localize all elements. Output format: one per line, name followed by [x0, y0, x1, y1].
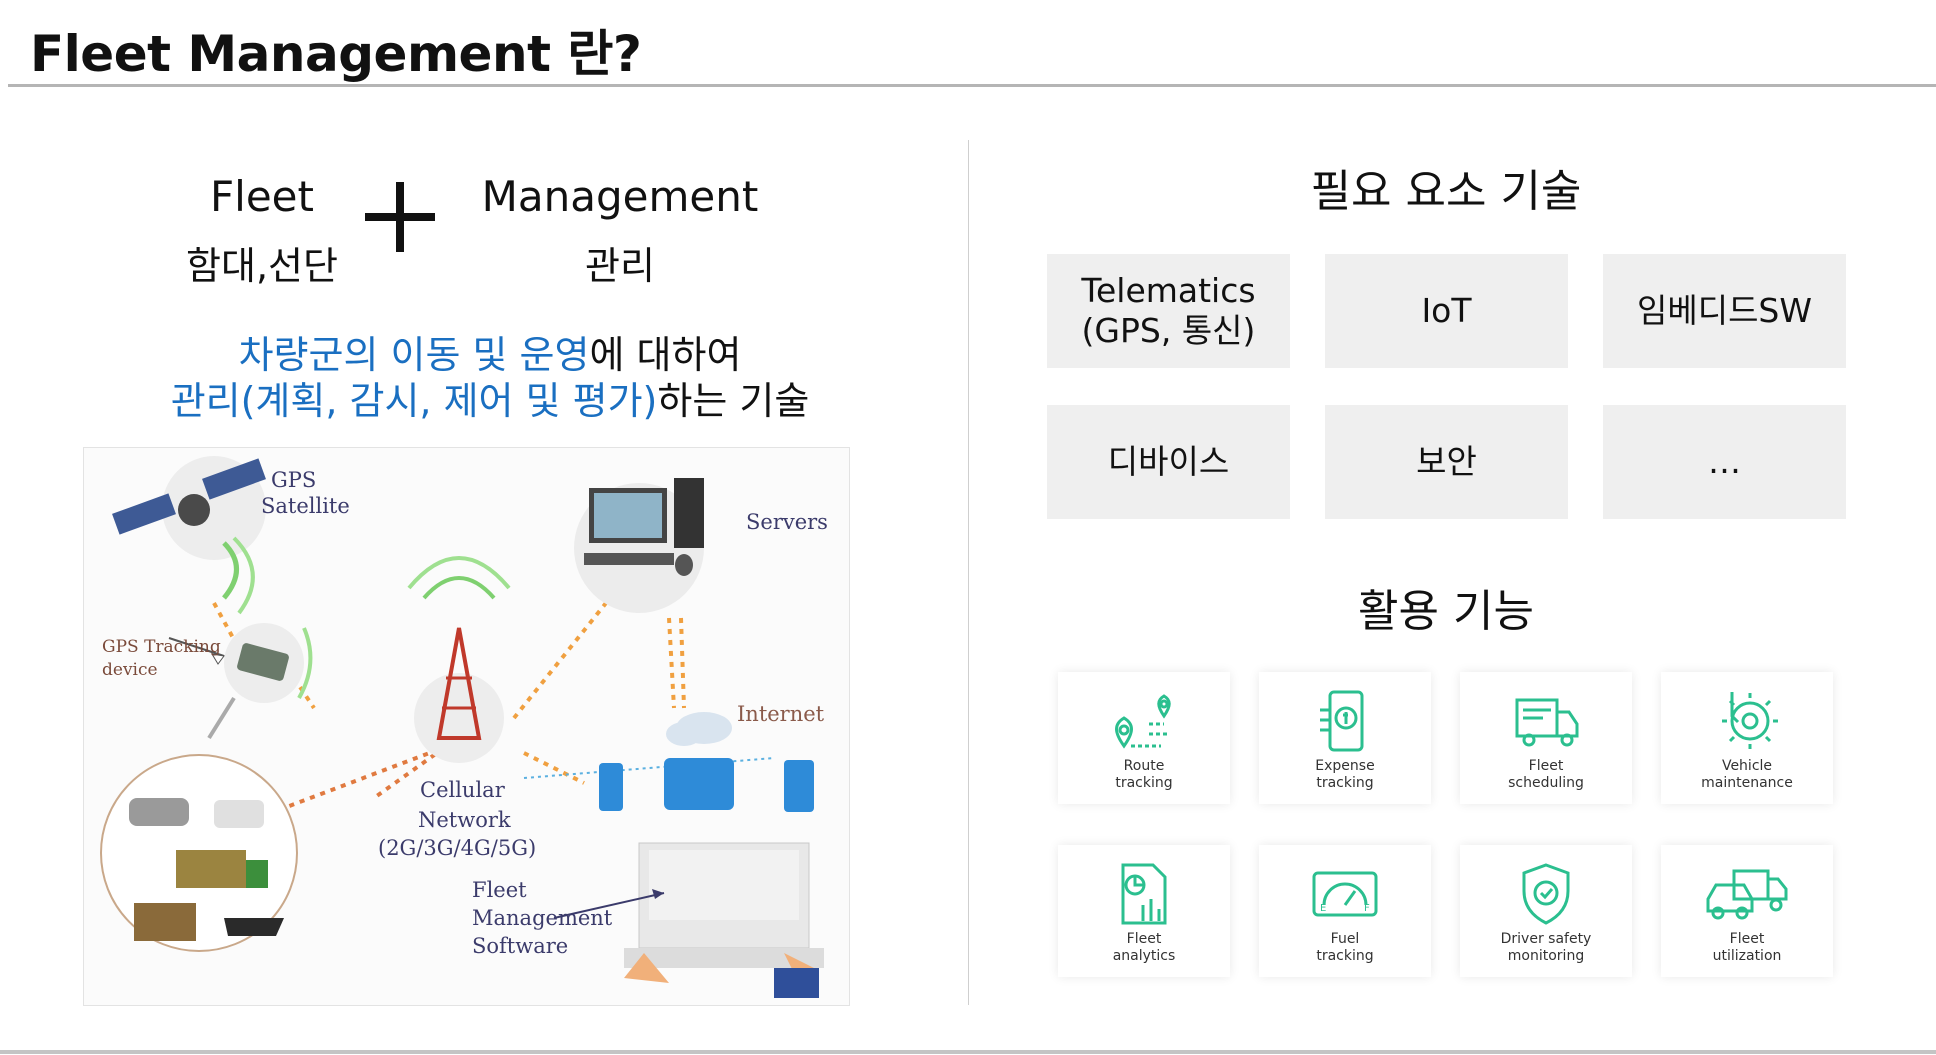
tech-telematics: Telematics (GPS, 통신) — [1047, 254, 1290, 368]
column-divider — [968, 140, 969, 1005]
definition-highlight-2: 관리(계획, 감시, 제어 및 평가) — [170, 379, 658, 423]
shield-check-icon — [1522, 863, 1570, 925]
function-label: Vehicle maintenance — [1701, 758, 1793, 791]
definition-line-1: 차량군의 이동 및 운영에 대하여 — [100, 324, 880, 379]
function-label: Expense tracking — [1315, 758, 1375, 791]
plus-icon — [365, 182, 435, 252]
tech-embedded-sw: 임베디드SW — [1603, 254, 1846, 368]
analytics-icon — [1121, 863, 1167, 925]
expense-icon — [1320, 690, 1364, 752]
satellite-icon — [112, 456, 266, 615]
function-card-route-tracking: Route tracking — [1058, 672, 1230, 804]
tracking-device-icon — [168, 623, 313, 740]
function-label: Fleet scheduling — [1508, 758, 1584, 791]
tech-security: 보안 — [1325, 405, 1568, 519]
tech-heading: 필요 요소 기술 — [1310, 166, 1582, 217]
label-software: Software — [472, 934, 569, 958]
label-generations: (2G/3G/4G/5G) — [378, 836, 537, 860]
fleet-vehicles-icon — [1706, 869, 1788, 920]
diagram-artwork — [100, 456, 824, 998]
function-card-fleet-utilization: Fleet utilization — [1661, 845, 1833, 977]
svg-text:E: E — [1320, 903, 1326, 914]
label-servers: Servers — [746, 510, 828, 534]
label-network: Network — [418, 808, 511, 832]
function-label: Driver safety monitoring — [1500, 931, 1592, 964]
truck-schedule-icon — [1515, 698, 1579, 747]
diagram-connectors — [212, 591, 686, 810]
function-card-fleet-scheduling: Fleet scheduling — [1460, 672, 1632, 804]
term-fleet: Fleet — [210, 172, 314, 221]
label-management: Management — [472, 906, 613, 930]
cell-tower-icon — [407, 556, 511, 763]
function-card-driver-safety: Driver safety monitoring — [1460, 845, 1632, 977]
term-fleet-meaning: 함대,선단 — [186, 244, 338, 288]
tech-more: … — [1603, 405, 1846, 519]
svg-text:F: F — [1364, 903, 1370, 914]
page-title: Fleet Management 란? — [30, 25, 642, 83]
server-computer-icon — [574, 478, 704, 613]
tech-iot: IoT — [1325, 254, 1568, 368]
label-device: device — [102, 660, 158, 680]
function-card-vehicle-maintenance: Vehicle maintenance — [1661, 672, 1833, 804]
label-cellular: Cellular — [420, 778, 505, 802]
label-fleet: Fleet — [472, 878, 527, 902]
definition-rest-2: 하는 기술 — [657, 379, 810, 423]
internet-cloud-icon — [523, 712, 814, 812]
fleet-system-diagram: GPS Satellite Servers GPS Tracking devic… — [83, 447, 850, 1006]
function-card-expense-tracking: Expense tracking — [1259, 672, 1431, 804]
function-label: Fuel tracking — [1316, 931, 1374, 964]
label-internet: Internet — [737, 702, 825, 726]
label-satellite: Satellite — [261, 494, 350, 518]
function-card-fleet-analytics: Fleet analytics — [1058, 845, 1230, 977]
function-label: Fleet utilization — [1712, 931, 1782, 964]
definition-highlight-1: 차량군의 이동 및 운영 — [238, 333, 590, 377]
vehicles-icon — [100, 754, 298, 952]
term-management-meaning: 관리 — [585, 244, 655, 288]
laptop-icon — [553, 842, 824, 998]
definition-rest-1: 에 대하여 — [589, 333, 742, 377]
label-gps: GPS — [271, 468, 317, 492]
header-divider — [8, 84, 1936, 87]
route-icon — [1115, 694, 1171, 749]
functions-heading: 활용 기능 — [1358, 586, 1534, 637]
term-management: Management — [481, 172, 759, 221]
tech-device: 디바이스 — [1047, 405, 1290, 519]
wrench-gear-icon — [1722, 692, 1778, 749]
definition-line-2: 관리(계획, 감시, 제어 및 평가)하는 기술 — [100, 370, 880, 425]
label-gps-tracking: GPS Tracking — [102, 637, 221, 657]
function-label: Fleet analytics — [1112, 931, 1176, 964]
footer-divider — [0, 1050, 1936, 1054]
function-label: Route tracking — [1115, 758, 1173, 791]
